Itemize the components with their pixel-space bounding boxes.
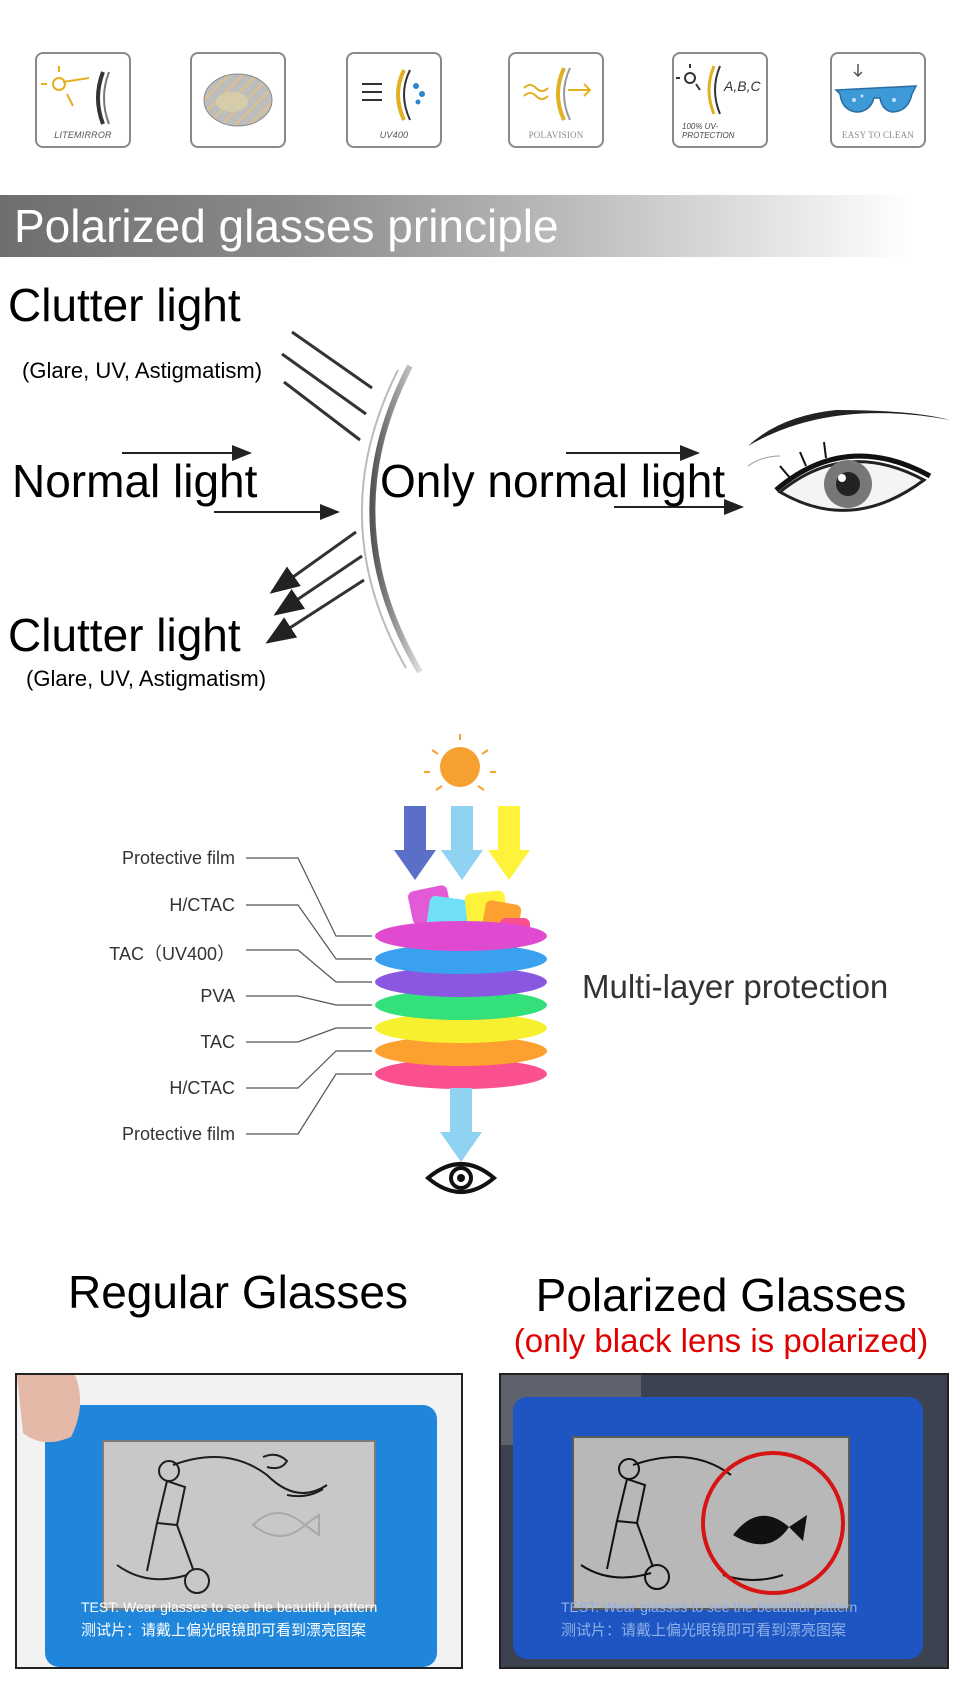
feature-litemirror: LITEMIRROR [35, 52, 131, 148]
lite-mirror-icon [41, 66, 110, 125]
layer-leader-line [246, 1073, 372, 1135]
polarized-note: (only black lens is polarized) [513, 1322, 929, 1359]
lens-layer-stack [375, 921, 547, 1089]
layer-label-pva: PVA [200, 986, 235, 1006]
normal-light-label: Normal light [12, 455, 258, 507]
multi-layer-diagram: Protective film H/CTAC TAC（UV400） PVA TA… [0, 720, 960, 1200]
layer-label-protective-film-top: Protective film [121, 848, 235, 868]
feature-label: LITEMIRROR [54, 130, 112, 140]
layer-leader-line [246, 904, 372, 960]
feature-label: POLAVISION [528, 130, 584, 140]
uv400-icon [362, 69, 425, 121]
clutter-light-top-sub: (Glare, UV, Astigmatism) [22, 358, 263, 383]
layer-label-tac-uv400: TAC（UV400） [109, 944, 235, 964]
highlight-circle [701, 1451, 845, 1595]
lens-layer-disc [375, 921, 547, 951]
card-text-english: TEST: Wear glasses to see the beautiful … [81, 1599, 378, 1615]
clutter-ray [265, 578, 365, 644]
lens-curve [369, 364, 423, 674]
lens-layer-disc [375, 990, 547, 1020]
clutter-ray [269, 530, 357, 594]
regular-test-card-image [17, 1375, 461, 1667]
layer-label-tac: TAC [200, 1032, 235, 1052]
uv-protection-icon [676, 64, 721, 115]
layer-stack-illustration [246, 734, 547, 1194]
feature-icon-row: LITEMIRROR UV400 [0, 0, 960, 180]
layer-leader-lines [246, 857, 372, 1135]
feature-uv400: UV400 [346, 52, 442, 148]
clutter-light-top-label: Clutter light [8, 279, 241, 331]
regular-glasses-photo: TEST: Wear glasses to see the beautiful … [15, 1373, 463, 1669]
finger [17, 1375, 81, 1443]
feature-polavision: POLAVISION [508, 52, 604, 148]
outgoing-light-arrow [440, 1088, 482, 1162]
fisherman-pattern [116, 1453, 328, 1594]
lens-layer-disc [375, 944, 547, 974]
clutter-light-bottom-label: Clutter light [8, 609, 241, 661]
only-normal-light-label: Only normal light [380, 455, 726, 507]
regular-glasses-title: Regular Glasses [67, 1266, 409, 1318]
principle-illustration [122, 330, 950, 674]
fisherman-pattern [580, 1456, 732, 1590]
layer-leader-line [246, 1050, 372, 1089]
banner-title: Polarized glasses principle [14, 200, 559, 252]
layer-leader-line [246, 1027, 372, 1043]
polarized-glasses-photo: TEST: Wear glasses to see the beautiful … [499, 1373, 949, 1669]
lens-layer-disc [375, 1036, 547, 1066]
polarized-glasses-title: Polarized Glasses [535, 1269, 907, 1321]
eye-illustration [747, 410, 950, 512]
feature-label: EASY TO CLEAN [842, 130, 914, 140]
polarization-principle-diagram: Clutter light (Glare, UV, Astigmatism) N… [0, 270, 960, 700]
section-banner: Polarized glasses principle [0, 195, 960, 257]
feature-label: UV400 [379, 130, 409, 140]
clutter-ray [283, 380, 361, 442]
clutter-ray [273, 554, 363, 616]
layer-leader-line [246, 949, 372, 983]
feature-easy-to-clean: EASY TO CLEAN [830, 52, 926, 148]
card-text-chinese: 测试片：请戴上偏光眼镜即可看到漂亮图案 [561, 1622, 847, 1639]
polavision-icon [523, 67, 592, 121]
uv-badge: A,B,C [724, 78, 761, 94]
layer-leader-line [246, 857, 372, 937]
easy-to-clean-icon [834, 64, 918, 113]
incoming-light-arrows [394, 806, 530, 880]
lens-layer-disc [375, 1059, 547, 1089]
lens-mesh-icon [203, 73, 273, 127]
layer-label-hctac-top: H/CTAC [169, 895, 235, 915]
lens-layer-disc [375, 967, 547, 997]
clutter-light-bottom-sub: (Glare, UV, Astigmatism) [26, 666, 267, 691]
hidden-fish-pattern [251, 1512, 320, 1537]
sun-icon [424, 734, 496, 791]
layer-leader-line [246, 995, 372, 1006]
clutter-ray [291, 330, 373, 390]
card-text-english: TEST: Wear glasses to see the beautiful … [561, 1599, 858, 1615]
polarized-test-card-image [501, 1375, 947, 1667]
layer-label-hctac-bottom: H/CTAC [169, 1078, 235, 1098]
card-text-chinese: 测试片：请戴上偏光眼镜即可看到漂亮图案 [81, 1622, 367, 1639]
layer-label-protective-film-bottom: Protective film [121, 1124, 235, 1144]
multi-layer-protection-label: Multi-layer protection [582, 968, 889, 1005]
feature-lens-mesh [190, 52, 286, 148]
eye-icon [424, 1162, 498, 1194]
lens-layer-disc [375, 1013, 547, 1043]
feature-uv-protection: A,B,C 100% UV-PROTECTION [672, 52, 768, 148]
clutter-ray [281, 352, 367, 416]
feature-label: 100% UV-PROTECTION [682, 122, 735, 140]
